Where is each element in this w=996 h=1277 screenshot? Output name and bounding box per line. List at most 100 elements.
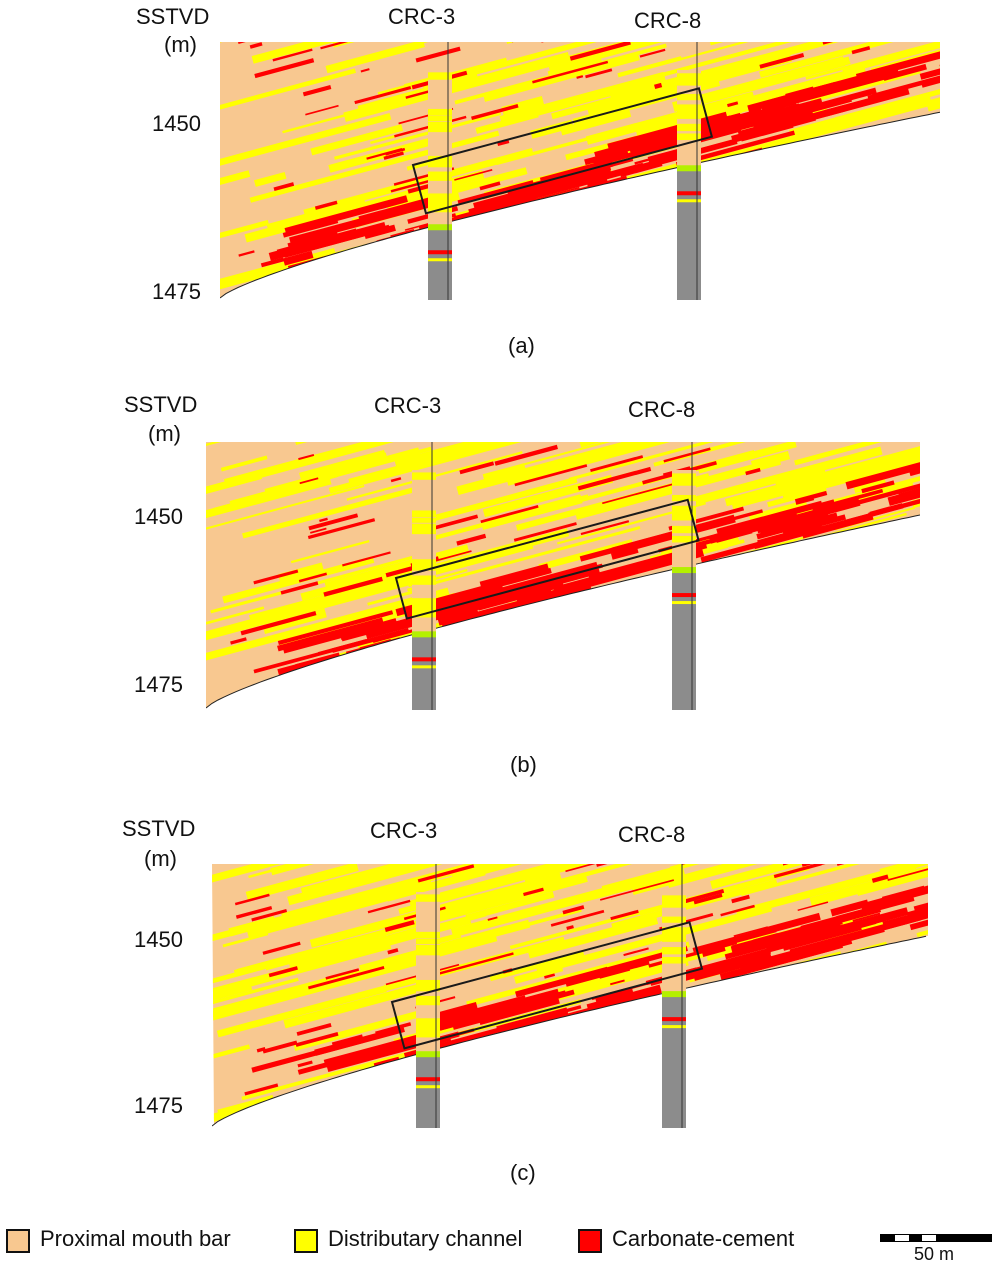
cement-band (921, 64, 940, 88)
cement-streak (836, 623, 890, 641)
channel-streak (827, 1013, 928, 1064)
cross-section-panel-c: SSTVD (m) 1450 1475 CRC-3 CRC-8 (c) (0, 0, 996, 1185)
scale-bar-graphic (880, 1234, 992, 1242)
cement-streak (260, 257, 285, 268)
depth-tick-1475: 1475 (152, 279, 201, 304)
cement-streak (610, 909, 639, 921)
cement-streak (871, 874, 889, 883)
depth-tick-1475: 1475 (134, 672, 183, 697)
cement-streak (232, 1119, 293, 1125)
channel-streak (857, 1109, 928, 1125)
channel-streak (731, 445, 920, 510)
channel-streak (716, 549, 920, 612)
channel-streak (270, 864, 438, 876)
channel-streak (794, 442, 920, 496)
cement-band (463, 561, 598, 604)
cement-streak (896, 992, 928, 1007)
cement-streak (538, 613, 592, 630)
cement-streak (253, 569, 299, 585)
cement-band (586, 984, 662, 1013)
well-channel-interval (416, 894, 440, 902)
channel-streak (523, 864, 772, 882)
channel-streak (373, 1060, 516, 1101)
channel-streak (910, 1003, 928, 1043)
cement-band (479, 563, 550, 589)
cement-band (331, 1034, 364, 1048)
depth-tick-1450: 1450 (134, 504, 183, 529)
channel-streak (611, 879, 778, 930)
cement-band (913, 885, 928, 914)
channel-streak (694, 1008, 772, 1034)
well-channel-interval (428, 203, 452, 213)
channel-streak (824, 1107, 921, 1125)
cement-band (610, 546, 639, 560)
cement-streak (681, 1107, 724, 1123)
cement-band (441, 604, 516, 628)
channel-streak (471, 1120, 514, 1125)
cement-band (552, 566, 632, 592)
channel-streak (358, 544, 534, 596)
cement-streak (602, 482, 677, 505)
channel-streak (748, 499, 808, 521)
channel-streak (549, 864, 720, 886)
channel-streak (249, 130, 500, 203)
cement-streak (744, 581, 806, 600)
cement-band (479, 181, 501, 191)
channel-streak (548, 42, 667, 73)
cement-streak (545, 1111, 569, 1121)
cement-band (754, 515, 868, 550)
well-channel-interval (416, 938, 440, 945)
well-channel-interval (662, 1025, 686, 1029)
channel-streak (810, 69, 921, 103)
channel-streak (560, 109, 632, 136)
channel-streak (891, 1092, 928, 1125)
well-channel-interval (416, 1085, 440, 1089)
well-channel-interval (672, 505, 696, 513)
cement-streak (714, 1008, 723, 1013)
well-label-crc8: CRC-8 (628, 397, 696, 422)
cement-band (277, 617, 384, 652)
cement-streak (576, 75, 584, 79)
cement-streak (494, 444, 558, 466)
cement-streak (585, 68, 613, 79)
cement-streak (367, 899, 411, 914)
channel-streak (420, 698, 530, 708)
channel-streak (343, 52, 571, 122)
cement-streak (485, 674, 497, 681)
channel-streak (381, 1120, 418, 1125)
channel-streak (206, 587, 450, 663)
cement-band (860, 873, 928, 912)
cement-streak (565, 864, 615, 873)
well-lime-interval (672, 567, 696, 574)
cement-streak (307, 518, 376, 540)
channel-streak (394, 442, 506, 468)
cement-streak (838, 669, 868, 679)
cement-streak (463, 637, 537, 660)
cross-section-panel-a: SSTVD (m) 1450 1475 CRC-3 CRC-8 (a) (0, 0, 996, 358)
cement-streak (598, 626, 621, 636)
channel-streak (779, 971, 928, 1027)
cement-streak (254, 58, 315, 79)
cement-streak (488, 623, 512, 634)
cement-streak (498, 705, 532, 708)
channel-streak (310, 124, 404, 156)
cement-streak (577, 466, 652, 491)
cement-streak (390, 229, 415, 237)
well-cement-interval (672, 593, 696, 598)
well-channel-interval (662, 956, 686, 964)
channel-streak (514, 964, 564, 984)
legend-swatch (294, 1229, 318, 1253)
cement-band (323, 1033, 423, 1068)
cement-band (765, 923, 842, 952)
channel-streak (349, 1088, 414, 1115)
cement-streak (572, 623, 632, 643)
channel-streak (809, 864, 928, 907)
channel-streak (750, 450, 791, 470)
cement-streak (302, 84, 332, 97)
channel-streak (324, 544, 470, 592)
channel-streak (842, 616, 920, 665)
cement-streak (387, 948, 399, 955)
channel-streak (262, 608, 327, 634)
channel-streak (366, 1119, 514, 1125)
channel-streak (738, 594, 843, 631)
